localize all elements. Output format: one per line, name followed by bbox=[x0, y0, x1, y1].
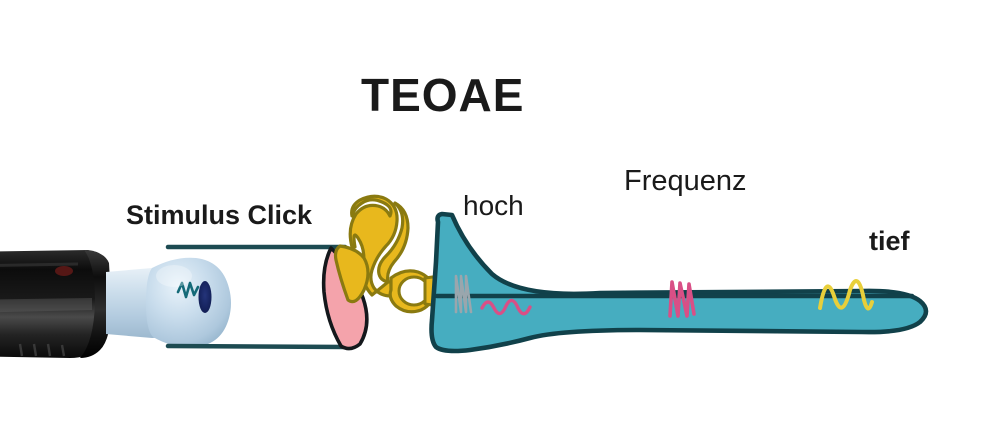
ossicles bbox=[333, 194, 442, 314]
label-stimulus-click: Stimulus Click bbox=[126, 200, 313, 230]
probe-body bbox=[0, 250, 108, 358]
probe-collar bbox=[80, 250, 112, 358]
wave-mid-frequency bbox=[668, 280, 696, 318]
ear-tip-bore-hole bbox=[198, 281, 212, 313]
label-frequenz: Frequenz bbox=[624, 165, 747, 197]
probe-highlight bbox=[0, 298, 92, 313]
probe-red-mark bbox=[55, 266, 73, 276]
figure-title: TEOAE bbox=[361, 69, 525, 121]
wave-base-response bbox=[480, 298, 532, 316]
ear-tip-waveform-icon bbox=[176, 281, 200, 299]
oae-probe bbox=[0, 250, 164, 358]
uncoiled-cochlea bbox=[429, 211, 929, 354]
ear-canal bbox=[165, 244, 350, 350]
ear-canal-line-bottom bbox=[165, 343, 350, 350]
ear-tip-dome bbox=[146, 257, 231, 348]
label-tief: tief bbox=[869, 226, 910, 256]
wave-high-frequency bbox=[454, 274, 473, 314]
cochlea-duct bbox=[429, 211, 929, 354]
ear-tip-gloss bbox=[156, 265, 192, 287]
malleus-handle bbox=[333, 244, 370, 304]
probe-seam-top bbox=[0, 262, 79, 267]
probe-grip-grooves bbox=[18, 343, 66, 357]
ear-tip bbox=[146, 257, 231, 348]
wave-low-frequency bbox=[818, 279, 874, 311]
label-hoch: hoch bbox=[463, 190, 524, 221]
